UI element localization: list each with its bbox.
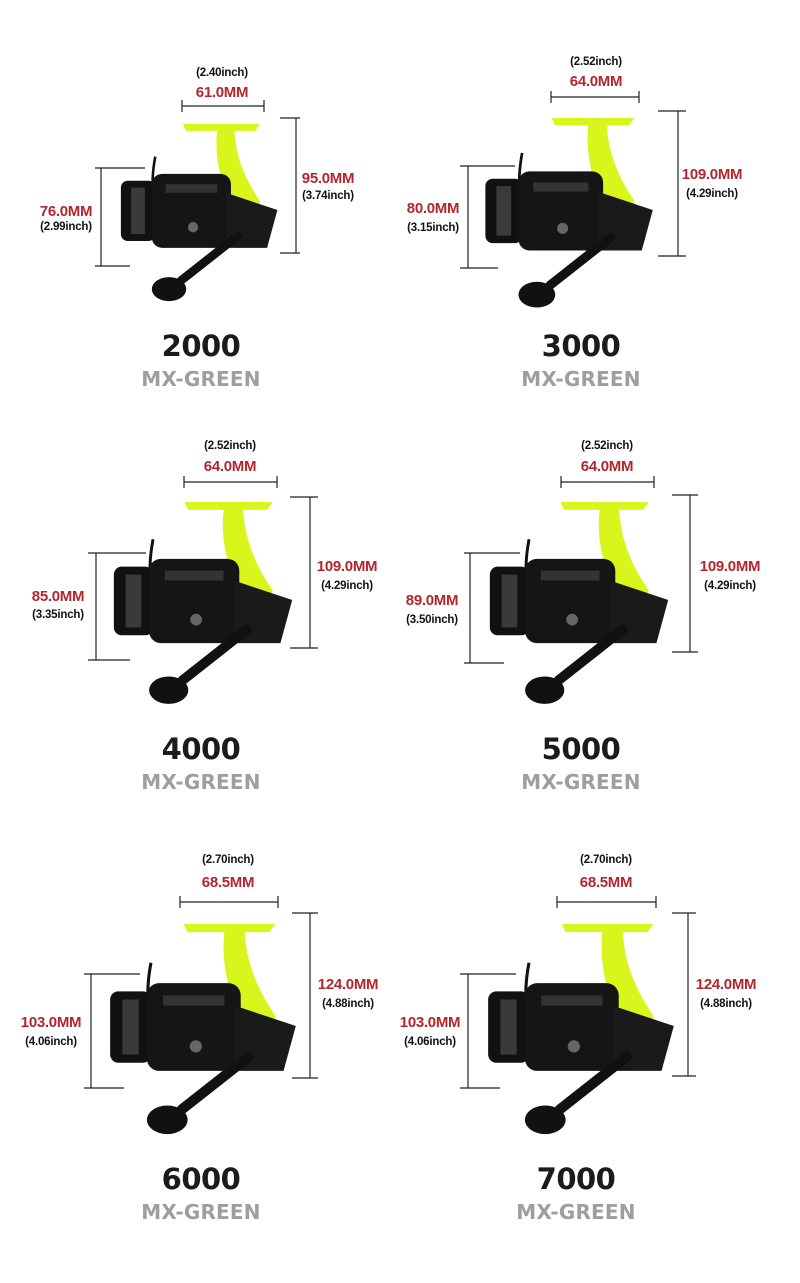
width-inch-label: (2.52inch) (204, 440, 256, 452)
model-number: 4000 (161, 732, 241, 766)
reel-5000-drawing (464, 476, 698, 704)
series-name: MX-GREEN (521, 367, 641, 391)
reel-card-5000: (2.52inch) 64.0MM 109.0MM (4.29inch) 89.… (380, 420, 780, 840)
series-name: MX-GREEN (141, 367, 261, 391)
reel-7000-image (488, 924, 674, 1135)
reel-card-3000: (2.52inch) 64.0MM 109.0MM (4.29inch) 80.… (380, 0, 780, 420)
height-inch-label: (4.29inch) (704, 580, 756, 592)
width-dimension-line (560, 476, 655, 488)
spool-mm-label: 80.0MM (406, 200, 460, 217)
spool-mm-label: 85.0MM (31, 588, 85, 605)
reel-6000-image (110, 924, 296, 1135)
height-mm-label: 124.0MM (695, 976, 757, 993)
reel-2000-drawing (95, 100, 300, 302)
height-mm-label: 95.0MM (301, 170, 355, 187)
height-inch-label: (3.74inch) (302, 190, 354, 202)
width-mm-label: 64.0MM (569, 73, 623, 90)
height-inch-label: (4.29inch) (686, 188, 738, 200)
width-mm-label: 68.5MM (201, 874, 255, 891)
model-number: 5000 (541, 732, 621, 766)
spool-mm-label: 103.0MM (20, 1014, 82, 1031)
reel-5000-image (489, 502, 669, 704)
height-dimension-line (658, 110, 686, 257)
height-dimension-line (672, 494, 698, 653)
spool-mm-label: 89.0MM (405, 592, 459, 609)
spool-inch-label: (3.35inch) (32, 609, 84, 621)
height-mm-label: 124.0MM (317, 976, 379, 993)
spool-dimension-line (464, 552, 520, 664)
width-inch-label: (2.52inch) (581, 440, 633, 452)
model-number: 7000 (536, 1162, 616, 1196)
height-mm-label: 109.0MM (681, 166, 743, 183)
model-number: 6000 (161, 1162, 241, 1196)
spool-inch-label: (4.06inch) (25, 1036, 77, 1048)
reel-6000-drawing (84, 896, 318, 1135)
width-dimension-line (550, 91, 640, 103)
reel-2000-image (120, 124, 278, 302)
height-mm-label: 109.0MM (316, 558, 378, 575)
width-inch-label: (2.70inch) (202, 854, 254, 866)
spool-dimension-line (460, 973, 516, 1089)
reel-3000-drawing (460, 91, 686, 308)
reel-3000-image (485, 118, 653, 308)
reel-card-6000: (2.70inch) 68.5MM 124.0MM (4.88inch) 103… (0, 840, 400, 1260)
spool-mm-label: 103.0MM (399, 1014, 461, 1031)
model-number: 2000 (161, 329, 241, 363)
width-mm-label: 64.0MM (580, 458, 634, 475)
height-inch-label: (4.29inch) (321, 580, 373, 592)
spool-inch-label: (3.50inch) (406, 614, 458, 626)
series-name: MX-GREEN (521, 770, 641, 794)
spool-dimension-line (88, 552, 146, 661)
series-name: MX-GREEN (516, 1200, 636, 1224)
width-inch-label: (2.70inch) (580, 854, 632, 866)
reel-card-2000: (2.40inch) 61.0MM 95.0MM (3.74inch) 76.0… (0, 0, 400, 420)
reel-4000-drawing (88, 476, 318, 704)
width-dimension-line (179, 896, 279, 908)
height-dimension-line (280, 117, 300, 254)
spool-inch-label: (2.99inch) (40, 221, 92, 233)
width-mm-label: 64.0MM (203, 458, 257, 475)
spool-dimension-line (460, 165, 515, 269)
height-dimension-line (672, 912, 696, 1077)
spool-dimension-line (95, 167, 145, 267)
width-inch-label: (2.40inch) (196, 67, 248, 79)
width-dimension-line (183, 476, 278, 488)
series-name: MX-GREEN (141, 1200, 261, 1224)
height-dimension-line (290, 496, 318, 649)
reel-4000-image (113, 502, 293, 704)
height-dimension-line (292, 912, 318, 1079)
height-inch-label: (4.88inch) (700, 998, 752, 1010)
model-number: 3000 (541, 329, 621, 363)
spool-mm-label: 76.0MM (39, 203, 93, 220)
width-dimension-line (556, 896, 657, 908)
height-inch-label: (4.88inch) (322, 998, 374, 1010)
series-name: MX-GREEN (141, 770, 261, 794)
spool-inch-label: (4.06inch) (404, 1036, 456, 1048)
width-inch-label: (2.52inch) (570, 56, 622, 68)
reel-card-7000: (2.70inch) 68.5MM 124.0MM (4.88inch) 103… (380, 840, 780, 1260)
spool-dimension-line (84, 973, 140, 1089)
reel-7000-drawing (460, 896, 696, 1135)
width-mm-label: 68.5MM (579, 874, 633, 891)
spool-inch-label: (3.15inch) (407, 222, 459, 234)
width-mm-label: 61.0MM (195, 84, 249, 101)
width-dimension-line (181, 100, 265, 112)
reel-card-4000: (2.52inch) 64.0MM 109.0MM (4.29inch) 85.… (0, 420, 400, 840)
height-mm-label: 109.0MM (699, 558, 761, 575)
